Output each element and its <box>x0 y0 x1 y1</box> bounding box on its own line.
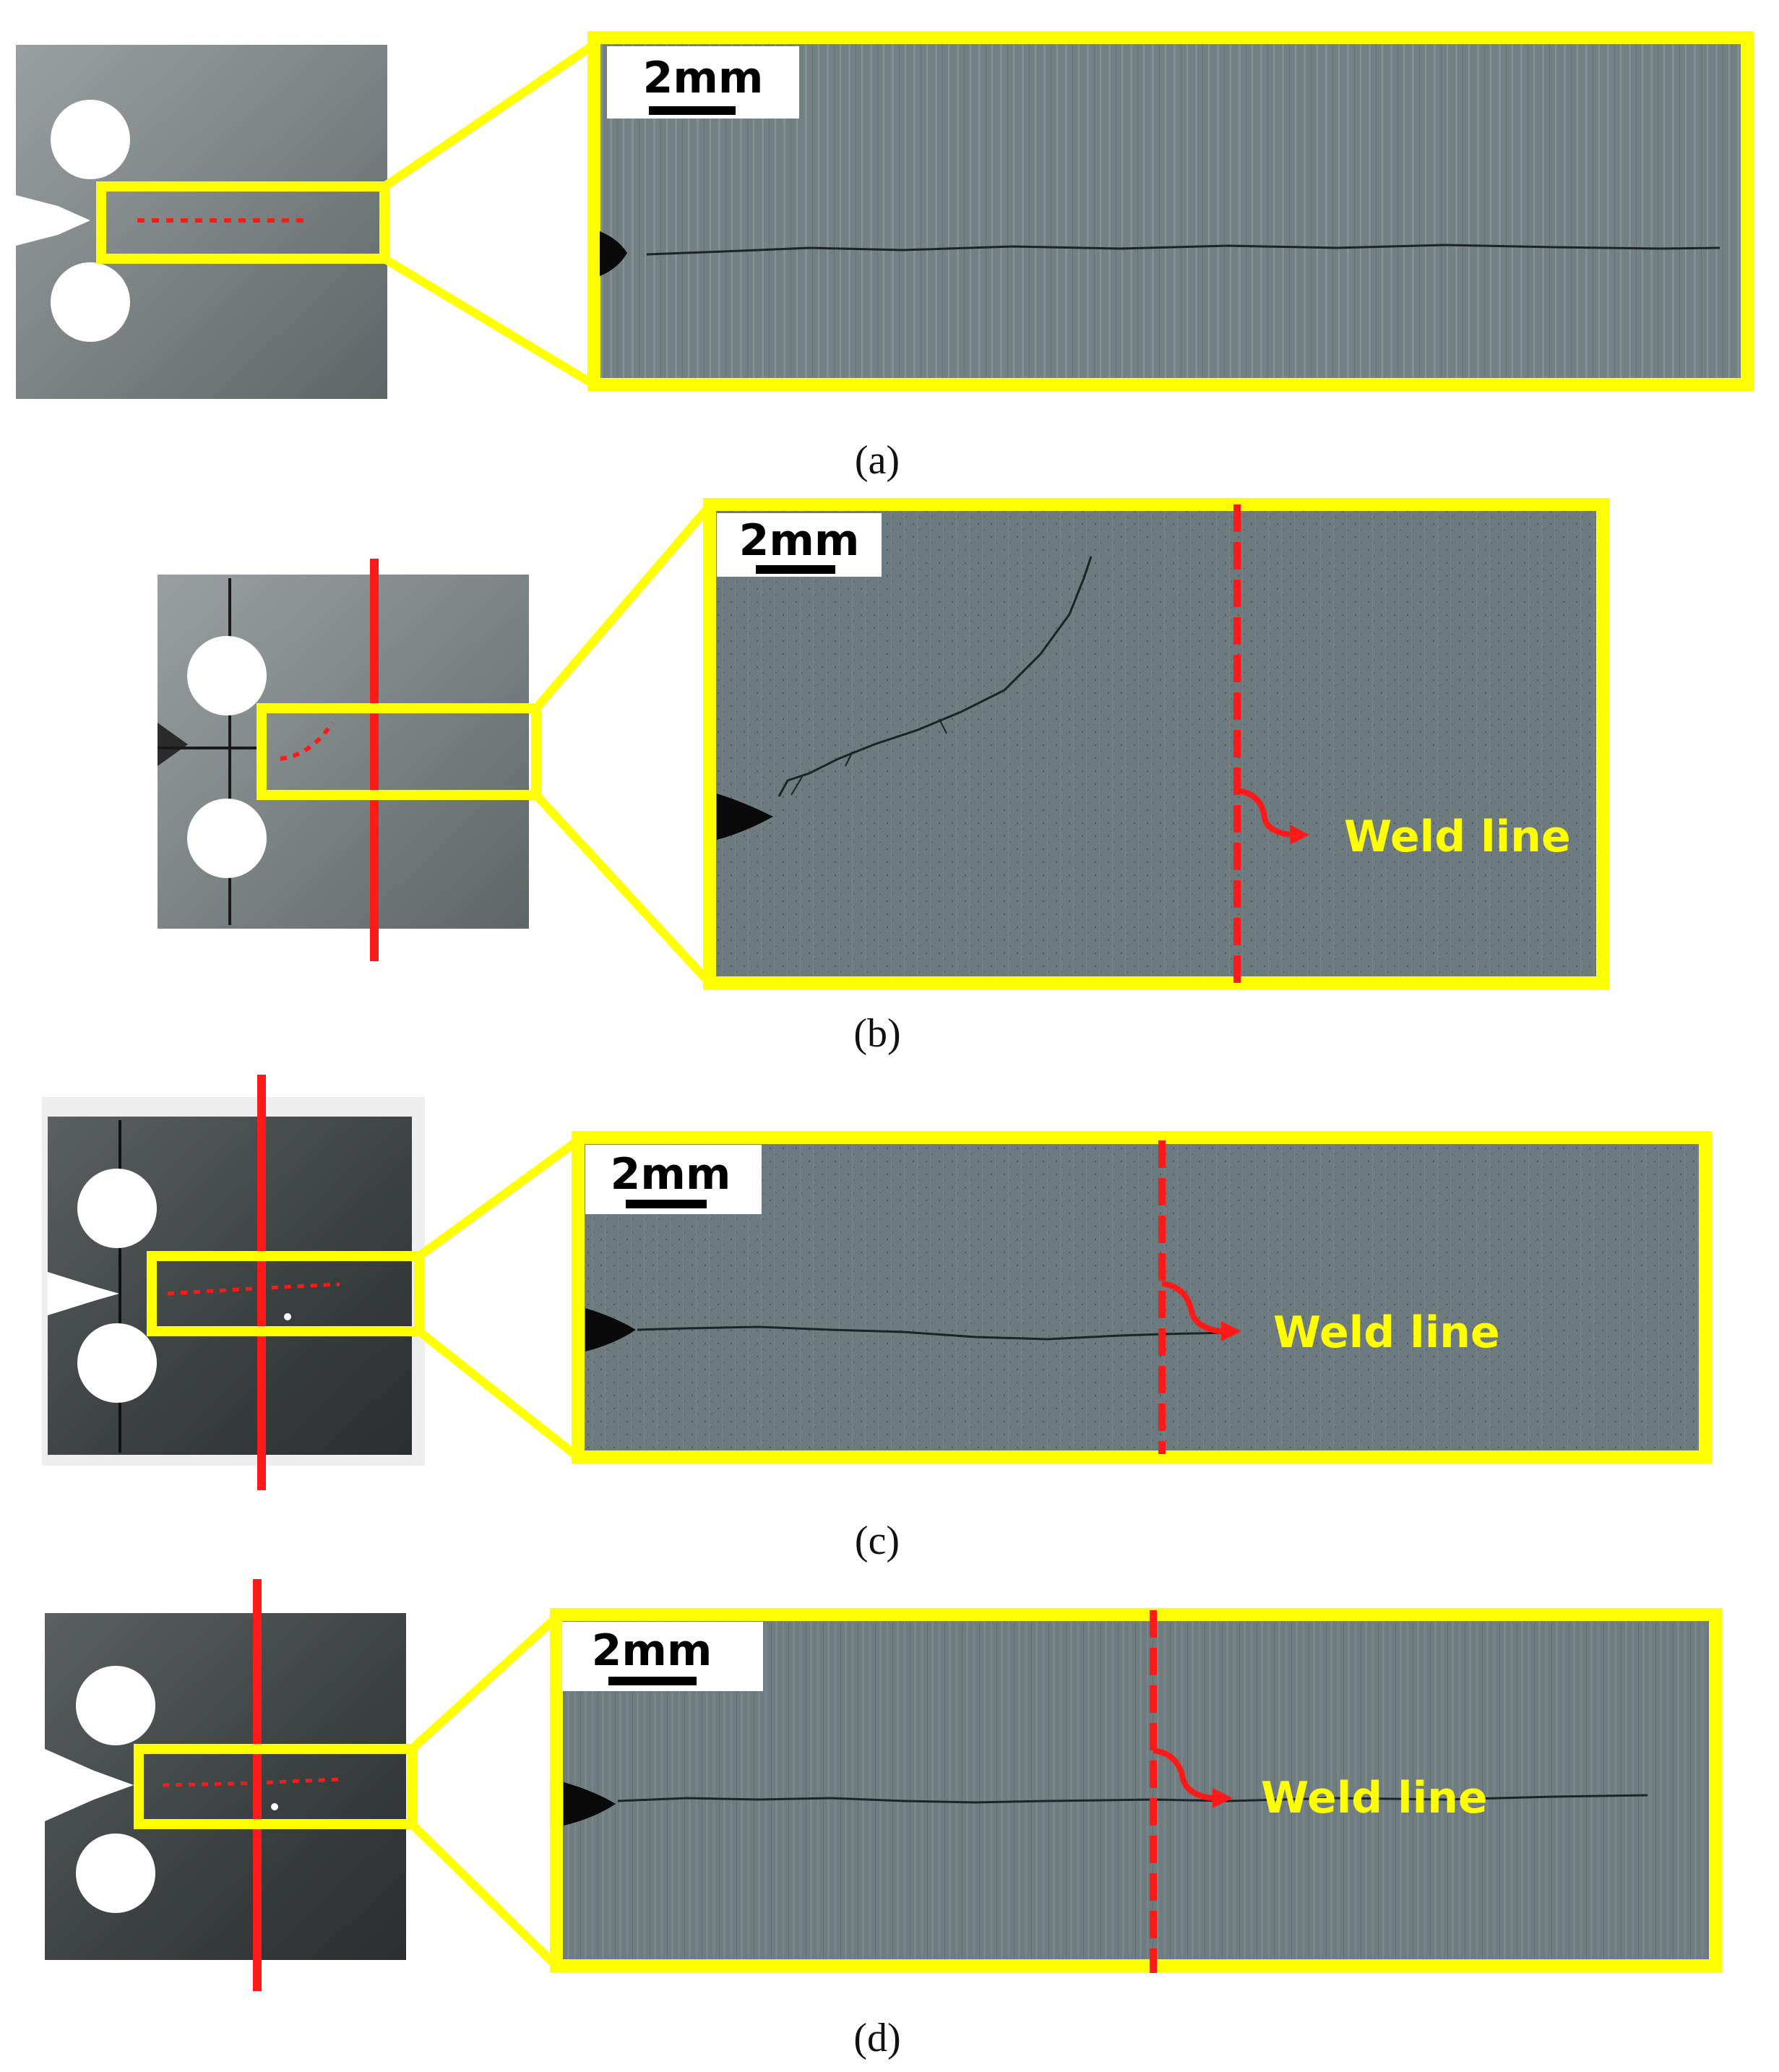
weld-arrow-head <box>1221 1321 1241 1341</box>
weld-arrow <box>1153 1748 1213 1801</box>
crack-path-trace-c <box>167 1282 340 1296</box>
crack-path-trace-d <box>162 1777 340 1787</box>
notch-tip <box>564 1782 616 1826</box>
weld-line-label: Weld line <box>1273 1307 1500 1358</box>
zoom-callout-a <box>96 41 597 389</box>
scale-bar <box>608 1677 697 1685</box>
scale-bar <box>626 1200 707 1208</box>
crack-line <box>637 1325 1229 1341</box>
panel-d: Weld line 2mm (d) <box>45 1579 1722 2060</box>
panel-c: Weld line 2mm (c) <box>42 1075 1712 1563</box>
caption-c: (c) <box>855 1518 900 1563</box>
caption-d: (d) <box>853 2016 900 2060</box>
weld-line-label: Weld line <box>1261 1773 1488 1823</box>
specimen-photo-d <box>45 1579 406 1991</box>
micrograph-c: Weld line 2mm <box>572 1131 1712 1463</box>
zoom-callout-c <box>147 1137 581 1461</box>
weld-arrow <box>1236 788 1291 838</box>
scale-bar-label: 2mm <box>611 1149 731 1200</box>
zoom-callout-d <box>134 1614 560 1969</box>
crack-line <box>617 1794 1648 1804</box>
notch-tip <box>600 231 627 276</box>
specimen-photo-b <box>158 559 529 961</box>
crack-path-trace-b <box>280 721 335 761</box>
caption-b: (b) <box>853 1011 900 1056</box>
notch-tip <box>585 1308 636 1351</box>
crack-line <box>777 556 1093 797</box>
micrograph-a: 2mm <box>587 31 1754 391</box>
scale-bar <box>649 106 736 115</box>
micrograph-d: Weld line 2mm <box>550 1608 1722 1973</box>
scale-bar-label: 2mm <box>592 1625 712 1676</box>
zoom-callout-b <box>257 503 713 986</box>
scale-bar-label: 2mm <box>643 53 764 103</box>
scale-bar <box>756 565 835 574</box>
weld-arrow-head <box>1212 1788 1233 1808</box>
micrograph-b: Weld line 2mm <box>703 498 1609 989</box>
panel-b: Weld line 2mm (b) <box>158 498 1609 1056</box>
specimen-photo-c <box>42 1075 425 1490</box>
specimen-photo-a <box>16 45 387 399</box>
weld-arrow <box>1161 1281 1222 1334</box>
caption-a: (a) <box>855 438 900 483</box>
weld-line-label: Weld line <box>1344 812 1571 862</box>
panel-a: 2mm (a) <box>16 31 1754 483</box>
scale-bar-label: 2mm <box>739 515 860 566</box>
weld-arrow-head <box>1290 825 1309 845</box>
crack-line <box>646 244 1720 256</box>
notch-tip <box>717 794 773 840</box>
